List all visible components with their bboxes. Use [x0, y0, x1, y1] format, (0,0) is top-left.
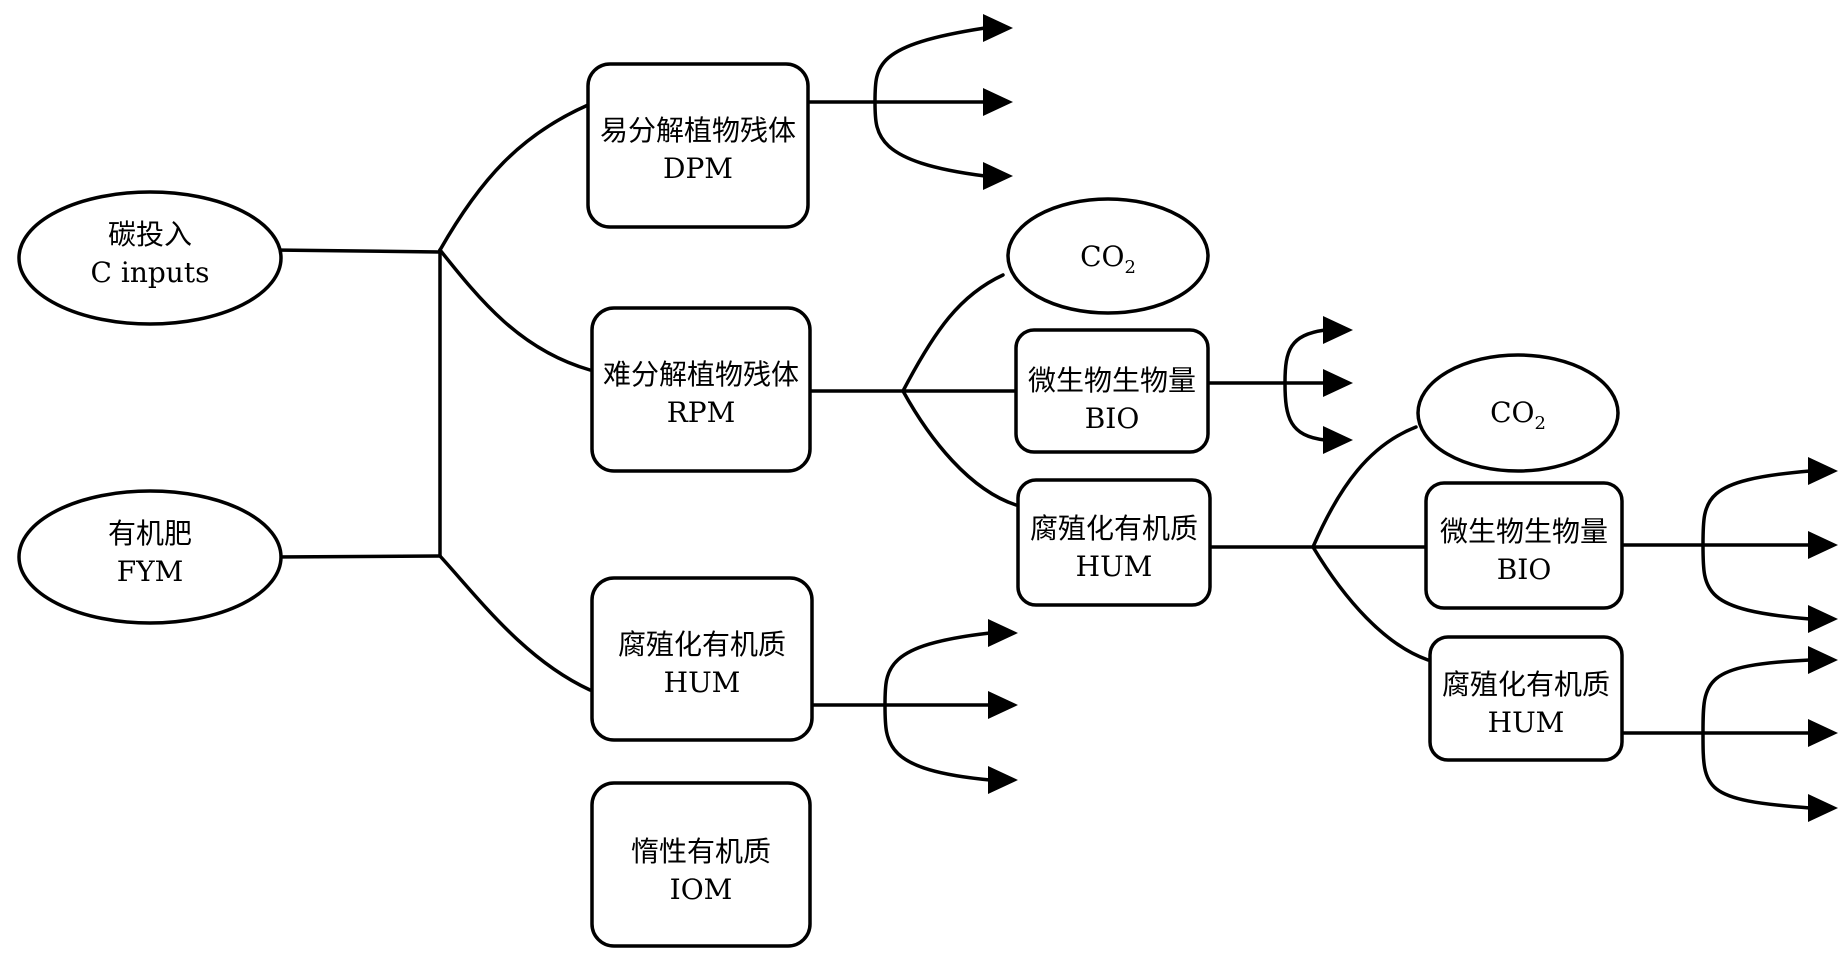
ellipse-shape — [1416, 353, 1620, 473]
arrowhead — [1808, 531, 1838, 559]
connector-to-co2-2 — [1311, 425, 1418, 549]
box-shape — [586, 62, 810, 229]
node-label-zh: 有机肥 — [108, 517, 192, 550]
ellipse-shape — [17, 489, 283, 625]
arrowhead — [1808, 646, 1838, 674]
node-co2-2: CO2 — [1416, 353, 1620, 473]
node-label-zh: 惰性有机质 — [631, 835, 771, 868]
node-label-co2: CO2 — [1490, 396, 1546, 434]
node-label-zh: 微生物生物量 — [1440, 515, 1608, 548]
node-label-en: IOM — [670, 873, 733, 906]
node-label-zh: 腐殖化有机质 — [1442, 668, 1610, 701]
node-label-en: HUM — [664, 666, 741, 699]
node-label-zh: 腐殖化有机质 — [1030, 512, 1198, 545]
node-label-en: HUM — [1076, 550, 1153, 583]
arrowhead — [988, 619, 1018, 647]
subscript: 2 — [1534, 413, 1545, 434]
node-iom: 惰性有机质 IOM — [590, 781, 812, 948]
node-label-en: RPM — [667, 396, 736, 429]
box-shape — [590, 576, 814, 742]
arrowhead — [983, 162, 1013, 190]
bio-2-split-upper — [1701, 469, 1812, 547]
box-shape — [590, 781, 812, 948]
connectors — [270, 103, 1430, 692]
connector-c-inputs — [270, 248, 442, 254]
node-bio-2: 微生物生物量 BIO — [1424, 481, 1624, 610]
arrowhead — [1808, 457, 1838, 485]
hum-1-split-upper — [883, 631, 992, 707]
connector-to-dpm — [438, 103, 590, 252]
hum-3-output-arrows — [1620, 646, 1838, 822]
node-label-en: C inputs — [91, 256, 210, 289]
node-label-co2: CO2 — [1080, 240, 1136, 278]
node-label-en: FYM — [117, 555, 184, 588]
arrowhead — [1323, 426, 1353, 454]
connector-to-hum-1 — [438, 554, 592, 692]
subscript: 2 — [1124, 257, 1135, 278]
node-label-en: DPM — [663, 152, 733, 185]
node-dpm: 易分解植物残体 DPM — [586, 62, 810, 229]
ellipse-shape — [17, 190, 283, 326]
hum-3-split-lower — [1701, 731, 1812, 810]
connector-to-co2-1 — [901, 273, 1005, 393]
node-label-zh: 碳投入 — [108, 218, 192, 251]
node-label-zh: 微生物生物量 — [1028, 364, 1196, 397]
node-bio-1: 微生物生物量 BIO — [1014, 328, 1210, 454]
dpm-split-lower — [873, 100, 987, 178]
arrowhead — [983, 14, 1013, 42]
connector-to-rpm — [438, 248, 592, 372]
hum-1-output-arrows — [810, 619, 1018, 794]
arrowhead — [1323, 369, 1353, 397]
connector-to-hum-2 — [901, 389, 1018, 507]
box-shape — [1428, 635, 1624, 762]
arrowhead — [988, 691, 1018, 719]
ellipse-shape — [1006, 197, 1210, 315]
dpm-split-upper — [873, 26, 987, 104]
hum-1-split-lower — [883, 703, 992, 782]
arrowhead — [1323, 316, 1353, 344]
node-label-en: BIO — [1085, 402, 1140, 435]
node-label-zh: 易分解植物残体 — [600, 114, 796, 147]
node-label-en: BIO — [1497, 553, 1552, 586]
node-label-zh: 难分解植物残体 — [603, 358, 799, 391]
node-co2-1: CO2 — [1006, 197, 1210, 315]
box-shape — [1424, 481, 1624, 610]
node-hum-1: 腐殖化有机质 HUM — [590, 576, 814, 742]
node-label-en: HUM — [1488, 706, 1565, 739]
hum-3-split-upper — [1701, 658, 1812, 735]
bio-1-output-arrows — [1206, 316, 1353, 454]
node-hum-2: 腐殖化有机质 HUM — [1016, 478, 1212, 607]
node-c-inputs: 碳投入 C inputs — [17, 190, 283, 326]
node-hum-3: 腐殖化有机质 HUM — [1428, 635, 1624, 762]
connector-fym — [270, 554, 442, 559]
node-label-zh: 腐殖化有机质 — [618, 628, 786, 661]
node-rpm: 难分解植物残体 RPM — [590, 306, 812, 473]
box-shape — [1014, 328, 1210, 454]
node-fym: 有机肥 FYM — [17, 489, 283, 625]
connector-to-hum-3 — [1311, 545, 1430, 662]
arrowhead — [983, 88, 1013, 116]
bio-2-split-lower — [1701, 543, 1812, 621]
bio-2-output-arrows — [1620, 457, 1838, 633]
box-shape — [1016, 478, 1212, 607]
arrowhead — [988, 766, 1018, 794]
dpm-output-arrows — [806, 14, 1013, 190]
arrowhead — [1808, 719, 1838, 747]
bio-1-split-upper — [1283, 328, 1327, 385]
bio-1-split-lower — [1283, 381, 1327, 442]
box-shape — [590, 306, 812, 473]
arrowhead — [1808, 794, 1838, 822]
three-way-arrows — [806, 14, 1838, 822]
arrowhead — [1808, 605, 1838, 633]
